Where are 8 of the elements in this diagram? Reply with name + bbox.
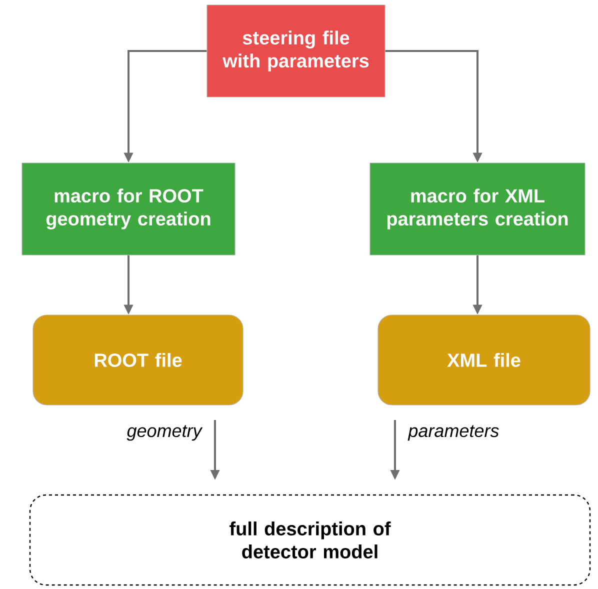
process-box: steering file with parameters: [206, 4, 386, 98]
process-box: macro for ROOT geometry creation: [22, 162, 236, 256]
result-box: full description of detector model: [29, 494, 591, 586]
edge-label: geometry: [126, 425, 203, 441]
file-box: ROOT file: [32, 314, 244, 406]
edge-label: parameters: [408, 425, 499, 441]
process-box: macro for XML parameters creation: [370, 162, 586, 256]
file-box: XML file: [378, 314, 590, 406]
